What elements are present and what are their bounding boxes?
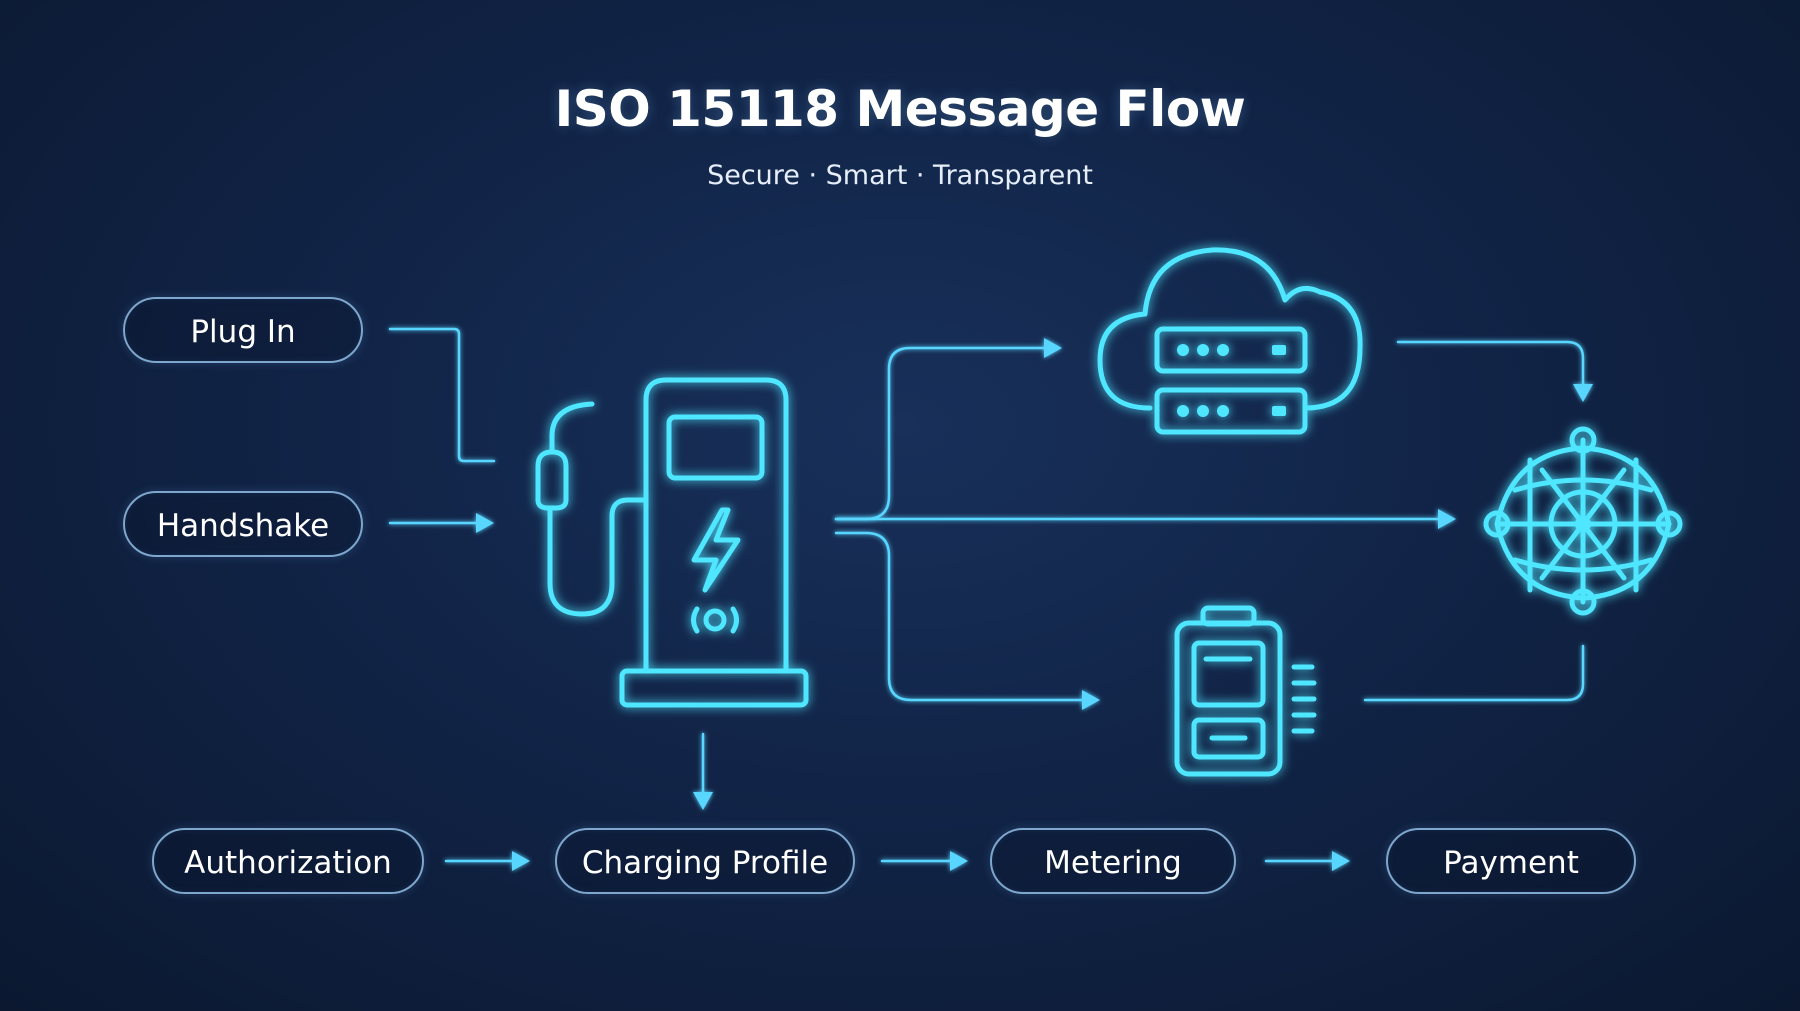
cloud-server-icon bbox=[1097, 247, 1363, 435]
ev-charging-station-icon bbox=[535, 377, 809, 708]
network-grid-icon bbox=[1483, 426, 1683, 616]
step-handshake: Handshake bbox=[123, 491, 363, 557]
step-payment: Payment bbox=[1386, 828, 1636, 894]
connector-charger-to-charging-profile bbox=[693, 732, 713, 810]
connector-charger-to-grid bbox=[834, 509, 1456, 529]
step-charging-profile: Charging Profile bbox=[555, 828, 855, 894]
connector-authorization-to-charging-profile bbox=[444, 851, 530, 871]
page-title: ISO 15118 Message Flow bbox=[554, 80, 1246, 138]
connector-cloud-to-grid bbox=[1396, 340, 1593, 402]
step-metering: Metering bbox=[990, 828, 1236, 894]
connector-plugin-to-charger bbox=[388, 327, 496, 463]
step-authorization: Authorization bbox=[152, 828, 424, 894]
connector-charger-to-meter bbox=[834, 531, 1100, 710]
connector-metering-to-payment bbox=[1264, 851, 1350, 871]
connector-charging-profile-to-metering bbox=[880, 851, 968, 871]
step-plug-in: Plug In bbox=[123, 297, 363, 363]
connector-meter-to-grid bbox=[1363, 644, 1585, 702]
connector-charger-to-cloud bbox=[834, 338, 1062, 521]
battery-meter-icon bbox=[1174, 605, 1317, 777]
connector-handshake-to-charger bbox=[388, 513, 494, 533]
page-subtitle: Secure · Smart · Transparent bbox=[707, 160, 1093, 191]
